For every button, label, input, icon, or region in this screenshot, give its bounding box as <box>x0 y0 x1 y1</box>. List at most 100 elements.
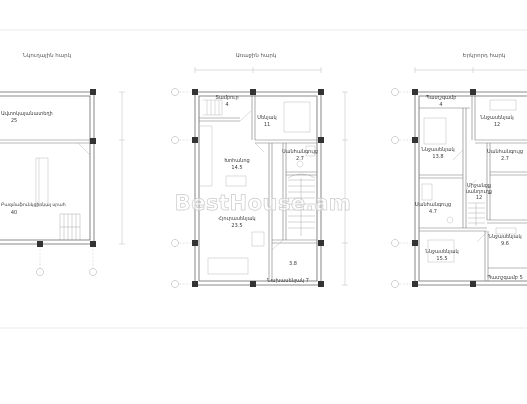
first-floor-stair <box>287 173 316 236</box>
room-name: Պատշգամբ <box>425 95 457 101</box>
basement-plan <box>0 89 125 276</box>
first-floor-grid-marker <box>171 136 179 144</box>
second-floor-column <box>412 89 418 95</box>
watermark: BestHouse.am <box>174 191 352 216</box>
room-name: Պատշգամբ <box>487 275 518 281</box>
basement-grid-lines <box>39 246 94 268</box>
room-area: 4 <box>439 102 443 108</box>
second-floor-dimension-top <box>414 67 527 73</box>
first-floor-grid-marker <box>171 88 179 96</box>
first-floor-dimension-top <box>194 67 322 73</box>
second-floor-column <box>470 89 476 95</box>
first-floor-column <box>318 89 324 95</box>
room-name-line2: սանդուղք <box>465 189 493 195</box>
room-area: 4 <box>225 102 229 108</box>
second-floor-grid-marker <box>391 136 399 144</box>
first-floor-washbasin <box>296 160 304 168</box>
second-floor-bed <box>495 227 517 235</box>
room-label: Նախասենյակ 7 <box>267 279 309 284</box>
second-floor-column <box>412 240 418 246</box>
basement-grid-marker <box>89 268 97 276</box>
room-name: Սանհանգույց <box>414 202 452 208</box>
second-floor-grid-lines <box>399 91 413 285</box>
second-floor-title: Երկրորդ հարկ <box>462 53 506 59</box>
second-floor-plan <box>391 67 527 288</box>
basement-dimension-line <box>119 91 125 245</box>
second-floor-column <box>412 137 418 143</box>
first-floor-grid-marker <box>171 239 179 247</box>
first-floor-grid-lines <box>179 91 193 285</box>
first-floor-plan <box>171 67 348 288</box>
room-name: Բազմաֆունկցիոնալ սրահ <box>1 203 66 208</box>
room-area: 9.6 <box>501 241 509 247</box>
room-name: Նախասենյակ <box>267 278 305 284</box>
second-floor-column <box>470 281 476 287</box>
first-floor-dining-table <box>225 175 247 187</box>
first-floor-bed <box>283 101 311 133</box>
basement-column <box>37 241 43 247</box>
room-area: 12 <box>475 195 483 201</box>
basement-column <box>90 89 96 95</box>
second-floor-bed <box>427 239 455 263</box>
room-area: 23.5 <box>231 223 243 229</box>
first-floor-dimension-right <box>342 91 348 286</box>
room-name: Տամբուր <box>215 95 239 101</box>
second-floor-stair <box>468 202 485 226</box>
first-floor-inner-walls <box>199 92 317 281</box>
basement-door <box>77 142 91 156</box>
first-floor-column <box>318 281 324 287</box>
basement-column <box>90 138 96 144</box>
room-area: 2.7 <box>296 156 304 162</box>
room-name: Ննջասենյակ <box>488 234 522 240</box>
room-area: 15.5 <box>436 256 448 262</box>
basement-title: Նկուղային հարկ <box>22 53 72 59</box>
basement-grid-marker <box>36 268 44 276</box>
second-floor-column <box>412 281 418 287</box>
room-name: Ննջասենյակ <box>425 249 459 255</box>
first-floor-column <box>192 240 198 246</box>
second-floor-inner-walls <box>419 92 527 281</box>
room-name: Սենյակ <box>257 115 277 121</box>
first-floor-column <box>192 89 198 95</box>
room-name: Ավտոկայանատեղի <box>1 111 53 117</box>
second-floor-grid-marker <box>391 88 399 96</box>
second-floor-bed <box>489 99 517 111</box>
basement-outer-walls <box>0 91 95 245</box>
room-area: 2.7 <box>501 156 509 162</box>
first-floor-armchair <box>251 231 265 247</box>
basement-partition-wall <box>0 139 90 144</box>
room-area: 25 <box>10 118 18 124</box>
second-floor-washbasin <box>446 216 454 224</box>
room-name: Ննջասենյակ <box>421 147 455 153</box>
first-floor-column <box>318 137 324 143</box>
first-floor-shower <box>305 145 316 157</box>
room-area: 7 <box>305 278 309 284</box>
room-name: Սանհանգույց <box>486 149 524 155</box>
room-name: Միջանցք <box>466 183 492 189</box>
room-area: 14.5 <box>231 165 243 171</box>
second-floor-grid-marker <box>391 280 399 288</box>
first-floor-doors <box>239 110 284 251</box>
first-floor-title: Առաջին հարկ <box>235 53 277 59</box>
room-area: 3.8 <box>289 261 297 267</box>
first-floor-column <box>192 281 198 287</box>
room-name: Սանհանգույց <box>281 149 319 155</box>
first-floor-tambour-stair <box>203 99 223 116</box>
room-label: Պատշգամբ 5 <box>487 276 523 281</box>
second-floor-bed <box>423 117 447 145</box>
first-floor-sofa <box>207 257 249 275</box>
room-area: 4.7 <box>429 209 437 215</box>
room-area: 5 <box>519 275 523 281</box>
first-floor-kitchen-counter <box>200 125 213 187</box>
first-floor-column <box>318 240 324 246</box>
second-floor-bath-fixture <box>421 183 433 201</box>
second-floor-doors <box>452 149 488 243</box>
basement-stair <box>59 213 81 240</box>
basement-column <box>90 241 96 247</box>
second-floor-grid-marker <box>391 239 399 247</box>
room-area: 11 <box>263 122 271 128</box>
first-floor-grid-marker <box>171 280 179 288</box>
room-name: Ննջասենյակ <box>480 115 514 121</box>
